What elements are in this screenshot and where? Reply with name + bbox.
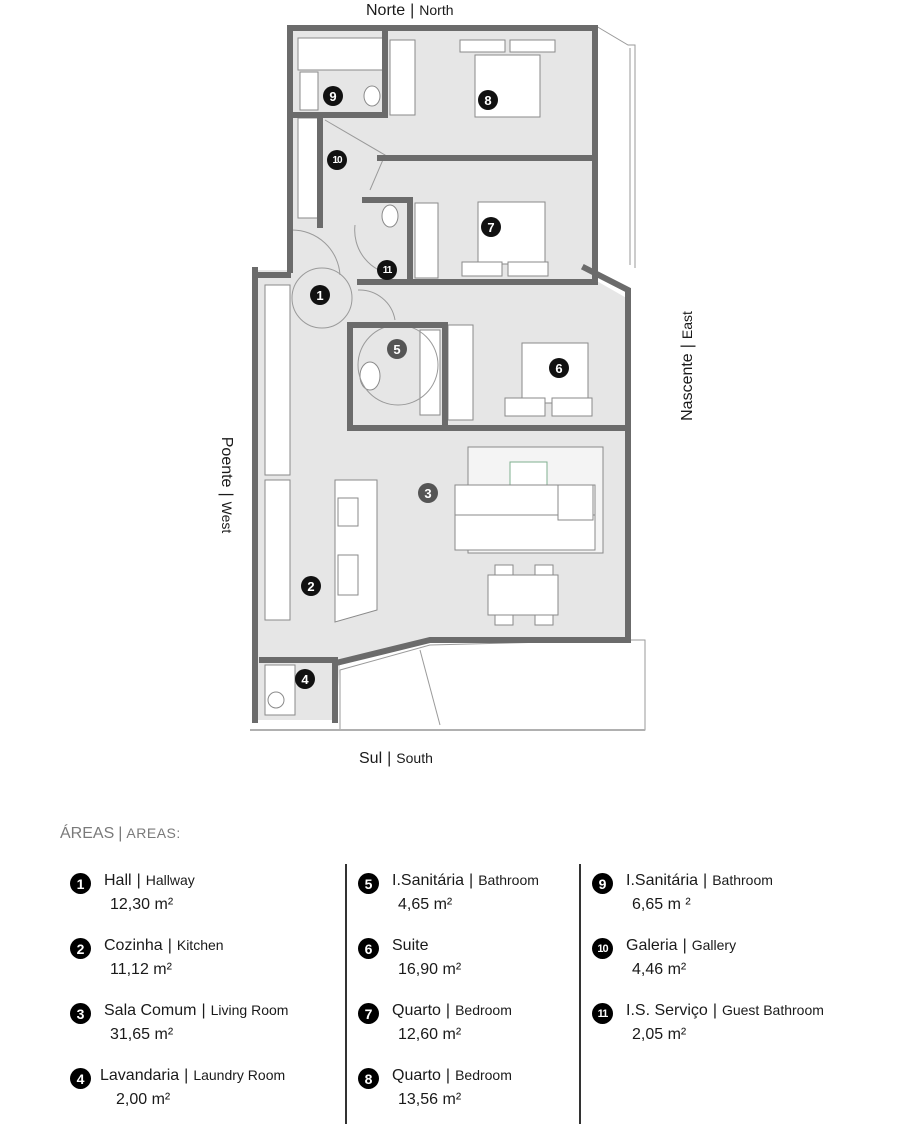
number-badge: 8 — [358, 1068, 379, 1089]
room-marker-2: 2 — [301, 576, 321, 596]
room-area: 6,65 m ² — [632, 896, 691, 913]
south-pt: Sul — [359, 750, 383, 767]
room-name-pt: I.Sanitária — [626, 872, 699, 889]
room-area: 11,12 m² — [110, 961, 172, 978]
room-marker-4: 4 — [295, 669, 315, 689]
room-name-en: Laundry Room — [193, 1067, 286, 1083]
north-en: North — [419, 2, 454, 18]
areas-heading-en: AREAS: — [126, 825, 181, 841]
room-name-en: Bedroom — [455, 1067, 512, 1083]
compass-north-label: Norte|North — [366, 2, 454, 19]
room-name-pt: Quarto — [392, 1002, 441, 1019]
floor-plan — [250, 25, 646, 731]
east-balcony — [595, 25, 636, 268]
room-area: 31,65 m² — [110, 1026, 174, 1043]
room-marker-9: 9 — [323, 86, 343, 106]
room-name-pt: Cozinha — [104, 937, 163, 954]
room-area: 2,00 m² — [116, 1091, 171, 1108]
room-name-pt: Hall — [104, 872, 132, 889]
areas-heading: ÁREAS|AREAS: — [60, 825, 181, 842]
room-name-pt: Lavandaria — [100, 1067, 180, 1084]
room-marker-11: 11 — [377, 260, 397, 280]
number-badge: 3 — [70, 1003, 91, 1024]
room-name-en: Hallway — [145, 872, 195, 888]
room-area: 2,05 m² — [632, 1026, 687, 1043]
room-marker-5: 5 — [387, 339, 407, 359]
number-badge: 10 — [592, 938, 613, 959]
furniture — [264, 37, 604, 716]
number-badge: 9 — [592, 873, 613, 894]
room-name-en: Bathroom — [478, 872, 539, 888]
room-name-pt: I.S. Serviço — [626, 1002, 708, 1019]
room-name-en: Bedroom — [455, 1002, 512, 1018]
room-area: 13,56 m² — [398, 1091, 462, 1108]
compass-south-label: Sul|South — [359, 750, 433, 767]
room-area: 4,65 m² — [398, 896, 453, 913]
walls — [252, 25, 631, 723]
room-marker-10: 10 — [327, 150, 347, 170]
room-name-en: Bathroom — [712, 872, 773, 888]
room-area: 12,30 m² — [110, 896, 174, 913]
room-name-pt: Sala Comum — [104, 1002, 197, 1019]
room-area: 12,60 m² — [398, 1026, 462, 1043]
number-badge: 6 — [358, 938, 379, 959]
number-badge: 2 — [70, 938, 91, 959]
south-en: South — [396, 750, 433, 766]
room-area: 4,46 m² — [632, 961, 687, 978]
number-badge: 1 — [70, 873, 91, 894]
number-badge: 4 — [70, 1068, 91, 1089]
room-marker-8: 8 — [478, 90, 498, 110]
areas-heading-pt: ÁREAS — [60, 825, 115, 842]
room-name-en: Guest Bathroom — [721, 1002, 824, 1018]
room-name-pt: Quarto — [392, 1067, 441, 1084]
number-badge: 7 — [358, 1003, 379, 1024]
room-name-en: Kitchen — [176, 937, 224, 953]
column-divider — [579, 864, 581, 1124]
room-area: 16,90 m² — [398, 961, 462, 978]
room-marker-7: 7 — [481, 217, 501, 237]
column-divider — [345, 864, 347, 1124]
room-name-en: Gallery — [691, 937, 737, 953]
room-marker-6: 6 — [549, 358, 569, 378]
number-badge: 5 — [358, 873, 379, 894]
room-name-pt: Suite — [392, 937, 429, 954]
number-badge: 11 — [592, 1003, 613, 1024]
room-name-en: Living Room — [210, 1002, 289, 1018]
north-pt: Norte — [366, 2, 406, 19]
room-name-pt: Galeria — [626, 937, 678, 954]
room-marker-3: 3 — [418, 483, 438, 503]
room-name-pt: I.Sanitária — [392, 872, 465, 889]
room-marker-1: 1 — [310, 285, 330, 305]
